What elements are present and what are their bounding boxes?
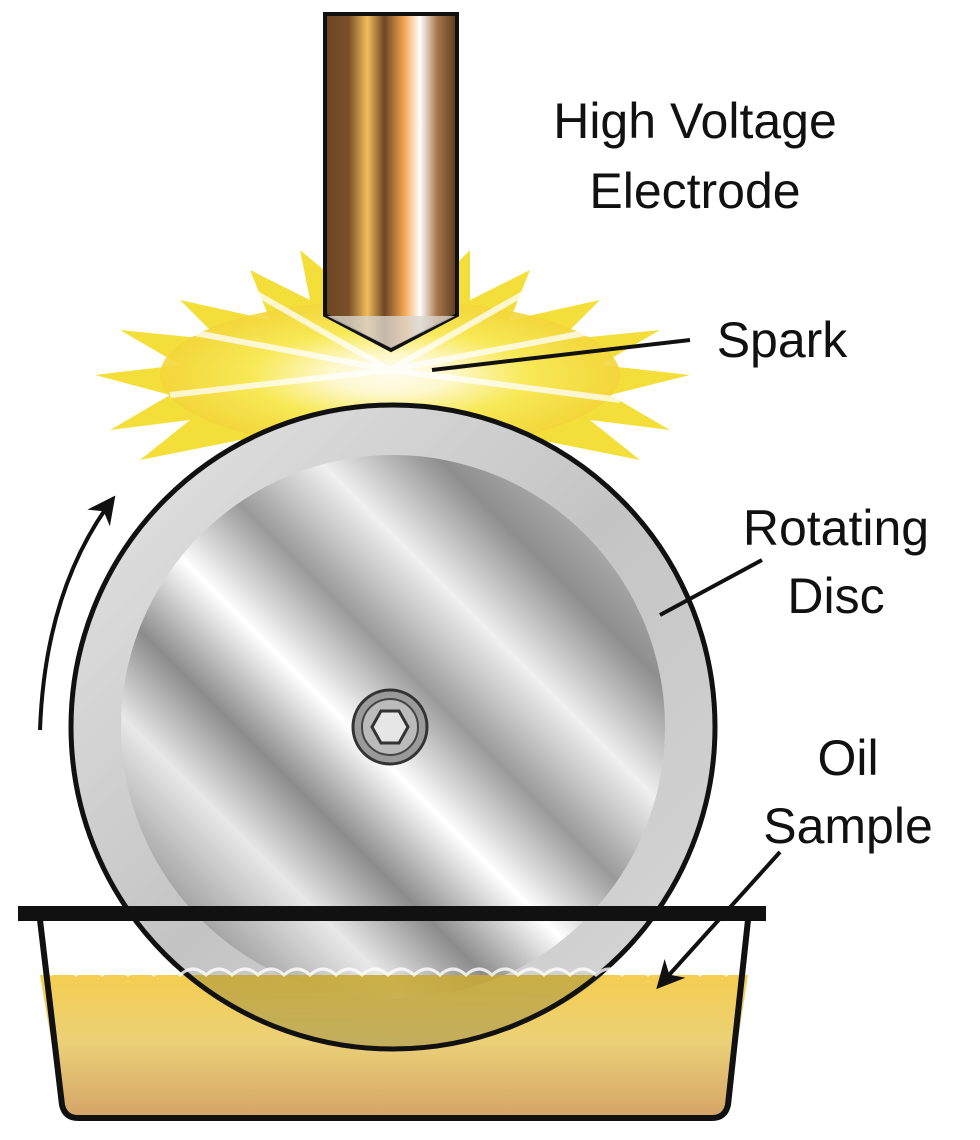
disc-leader-line [659, 558, 763, 617]
spark-label: Spark [717, 312, 849, 368]
disc-label-line1: Rotating [743, 500, 929, 556]
oil-label-line2: Sample [763, 798, 933, 854]
spark-burst [95, 240, 690, 470]
oil-sample [40, 967, 754, 1118]
oil-arrow-line [656, 850, 782, 990]
disc-label-line2: Disc [787, 568, 884, 624]
hex-hub [351, 688, 429, 766]
sample-pan [18, 906, 766, 1121]
spark-leader-line [431, 338, 691, 372]
rotation-arrow-icon [38, 495, 116, 731]
rotating-disc [68, 402, 718, 1052]
electrode-label-line1: High Voltage [553, 93, 837, 149]
oil-label-line1: Oil [817, 730, 878, 786]
high-voltage-electrode [323, 12, 459, 353]
electrode-label-line2: Electrode [589, 163, 800, 219]
